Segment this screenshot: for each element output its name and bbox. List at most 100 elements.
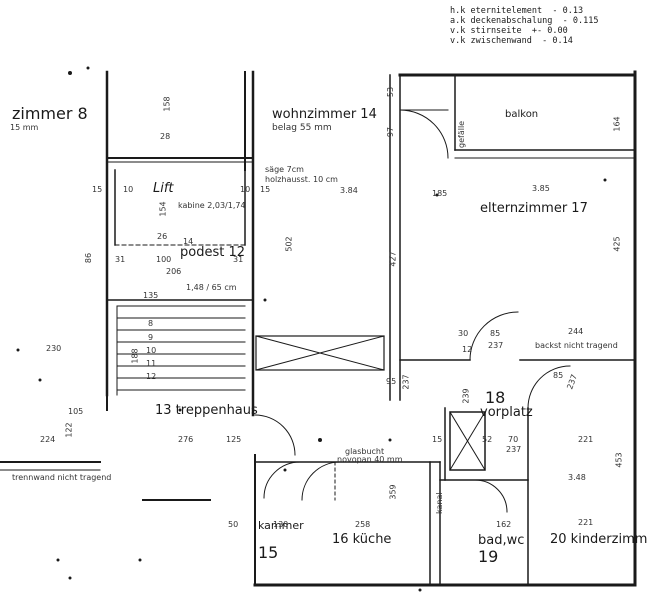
dim-label: 237 <box>401 374 411 390</box>
dim-label: 221 <box>578 518 594 527</box>
zimmer-8-note: 15 mm <box>10 123 39 132</box>
dim-label: 26 <box>157 232 168 241</box>
door-swing-kammer <box>263 461 301 499</box>
stair-treads <box>116 305 246 396</box>
shaft <box>449 411 486 471</box>
dim-label: 86 <box>84 252 94 264</box>
dim-label: 122 <box>64 422 74 438</box>
legend-value: - 0.13 <box>552 6 584 16</box>
dim-label: 97 <box>386 126 396 138</box>
door-swing-vorplatz <box>527 365 571 409</box>
dim-label: 3.85 <box>532 184 550 193</box>
dim-label: 239 <box>461 388 471 404</box>
dim-label: 31 <box>115 255 126 264</box>
stair-step-number: 12 <box>146 372 157 381</box>
trennwand-label: trennwand nicht tragend <box>12 473 112 482</box>
dim-label: 85 <box>490 329 501 338</box>
kammer-number: 15 <box>258 543 279 562</box>
dim-label: 95 <box>386 377 397 386</box>
legend-label: v.k zwischenwand <box>450 36 532 46</box>
dim-label: 10 <box>123 185 134 194</box>
dim-label: 130 <box>273 520 289 529</box>
bad-number: 19 <box>478 547 499 566</box>
dim-label: 31 <box>233 255 244 264</box>
room-podest: podest 12 <box>180 245 245 260</box>
dim-label: 15 <box>260 185 271 194</box>
dim-label: 359 <box>388 484 398 500</box>
door-swing-balcony <box>399 109 449 159</box>
legend-value: +- 0.00 <box>531 26 568 36</box>
novopan-label: novopan 40 mm <box>337 455 403 464</box>
dim-label: 230 <box>46 344 62 353</box>
room-bad: bad,wc <box>478 533 525 548</box>
dim-label: 244 <box>568 327 584 336</box>
holzhaus-label: holzhausst. 10 cm <box>265 175 338 184</box>
dim-label: 453 <box>614 452 624 468</box>
dim-label: 10 <box>240 185 251 194</box>
survey-dots <box>16 66 607 592</box>
room-wohnzimmer: wohnzimmer 14 <box>272 107 377 122</box>
podest-note: 1,48 / 65 cm <box>186 283 237 292</box>
door-swing-bath <box>474 479 508 513</box>
dim-label: 105 <box>68 407 84 416</box>
dim-label: 100 <box>156 255 172 264</box>
legend-value: - 0.115 <box>562 16 599 26</box>
dim-label: 50 <box>228 520 239 529</box>
dim-label: 276 <box>178 435 194 444</box>
dim-label: 502 <box>284 236 294 252</box>
dim-label: 425 <box>612 236 622 252</box>
door-swing-entry <box>254 414 296 456</box>
x-box <box>255 335 385 371</box>
legend-row: a.k deckenabschalung - 0.115 <box>450 16 598 26</box>
dim-label: 3.84 <box>340 186 358 195</box>
dim-label: 125 <box>226 435 242 444</box>
wohnzimmer-belag: belag 55 mm <box>272 123 332 133</box>
glasbucht-label: glasbucht <box>345 447 385 456</box>
dim-label: 258 <box>355 520 371 529</box>
legend-row: v.k stirnseite +- 0.00 <box>450 26 598 36</box>
stair-step-number: 8 <box>148 319 154 328</box>
dim-label: 53 <box>386 86 396 98</box>
backst-label: backst nicht tragend <box>535 341 618 350</box>
room-zimmer-8: zimmer 8 <box>12 104 88 123</box>
stair-step-number: 10 <box>146 346 157 355</box>
dim-label: 162 <box>496 520 512 529</box>
shaft-cross-b <box>449 411 486 471</box>
legend: h.k eternitelement - 0.13 a.k deckenabsc… <box>450 6 598 46</box>
dim-label: 206 <box>166 267 182 276</box>
dim-label: 185 <box>432 189 448 198</box>
dim-label: 164 <box>612 116 622 132</box>
stair-step-number: 11 <box>146 359 157 368</box>
dim-label: 70 <box>508 435 519 444</box>
dim-label: 427 <box>388 251 398 267</box>
dim-label: 237 <box>488 341 504 350</box>
legend-label: h.k eternitelement <box>450 6 543 16</box>
x-box-cross-b <box>255 335 385 371</box>
stair-step-number: 9 <box>148 333 154 342</box>
room-treppenhaus: 13 treppenhaus <box>155 403 258 418</box>
legend-row: h.k eternitelement - 0.13 <box>450 6 598 16</box>
vorplatz-number: 18 <box>485 388 506 407</box>
legend-value: - 0.14 <box>542 36 573 46</box>
room-vorplatz: vorplatz <box>480 405 533 420</box>
dim-label: 237 <box>506 445 522 454</box>
dim-label: 28 <box>160 132 171 141</box>
dim-label: 14 <box>183 237 194 246</box>
dim-label: 158 <box>162 96 172 112</box>
room-elternzimmer: elternzimmer 17 <box>480 201 588 216</box>
room-kueche: 16 küche <box>332 532 392 547</box>
room-balkon: balkon <box>505 109 539 120</box>
door-swing-parents <box>469 311 519 361</box>
legend-label: v.k stirnseite <box>450 26 522 36</box>
dim-label: 3.48 <box>568 473 586 482</box>
legend-row: v.k zwischenwand - 0.14 <box>450 36 598 46</box>
dim-label: 135 <box>143 291 159 300</box>
balkon-gefaelle: gefälle <box>457 120 466 148</box>
room-kinderzimmer: 20 kinderzimm <box>550 532 648 547</box>
dim-label: 188 <box>130 348 140 364</box>
room-lift: Lift <box>153 181 174 196</box>
kanal-label: kanal <box>435 492 444 514</box>
dim-label: 12 <box>462 345 473 354</box>
dim-label: 15 <box>92 185 103 194</box>
dim-label: 30 <box>458 329 469 338</box>
